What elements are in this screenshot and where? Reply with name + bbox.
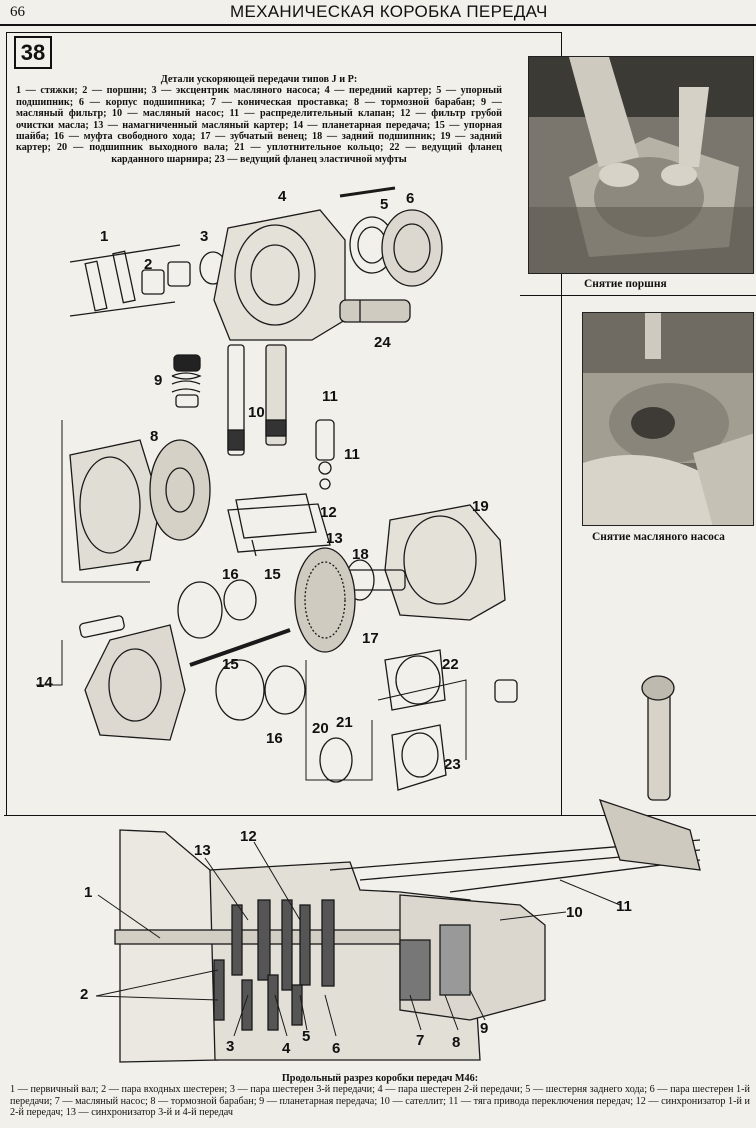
section-callout-6: 6 <box>332 1040 341 1057</box>
oil-pump-removal-caption: Снятие масляного насоса <box>592 531 725 543</box>
section-callout-13: 13 <box>194 842 211 859</box>
rear-casing <box>344 504 506 621</box>
callout-16a: 16 <box>222 566 239 583</box>
callout-12: 12 <box>320 504 337 521</box>
section-callout-8: 8 <box>452 1034 461 1051</box>
section-callout-4: 4 <box>282 1040 291 1057</box>
figure-38-caption-body: 1 — стяжки; 2 — поршни; 3 — эксцентрик м… <box>16 85 502 165</box>
section-divider <box>4 815 756 816</box>
callout-14: 14 <box>36 674 53 691</box>
callout-15b: 15 <box>222 656 239 673</box>
callout-4: 4 <box>278 188 287 205</box>
section-callout-9: 9 <box>480 1020 489 1037</box>
figure-number-badge: 38 <box>14 36 52 69</box>
figure-38-legend: Детали ускоряющей передачи типов J и P: … <box>16 74 502 165</box>
section-callout-11: 11 <box>616 898 632 915</box>
group-leader-lines <box>36 420 467 781</box>
header-rule <box>0 24 756 26</box>
m46-caption-body: 1 — первичный вал; 2 — пара входных шест… <box>10 1084 750 1119</box>
section-callout-12: 12 <box>240 828 257 845</box>
stay-rods <box>69 244 181 317</box>
ring-gear <box>294 547 356 653</box>
callout-22: 22 <box>442 656 459 673</box>
section-callout-2: 2 <box>80 986 89 1003</box>
section-callout-7: 7 <box>416 1032 425 1049</box>
callout-9: 9 <box>154 372 163 389</box>
oil-filter <box>171 354 202 408</box>
photo-divider <box>520 295 756 296</box>
sump-and-strainer <box>227 493 331 557</box>
callout-19: 19 <box>472 498 489 515</box>
callout-11a: 11 <box>322 388 338 405</box>
callout-18: 18 <box>352 546 369 563</box>
m46-legend: Продольный разрез коробки передач М46: 1… <box>10 1073 750 1119</box>
bell-housing <box>119 829 219 1063</box>
callout-17: 17 <box>362 630 379 647</box>
brake-drum-assembly <box>69 439 211 571</box>
callout-20: 20 <box>312 720 329 737</box>
callout-21: 21 <box>336 714 353 731</box>
oil-pump-removal-photo <box>582 312 754 526</box>
bearing-housing <box>349 209 443 287</box>
page-number: 66 <box>10 4 25 20</box>
callout-13: 13 <box>326 530 343 547</box>
section-callout-1: 1 <box>84 884 93 901</box>
distribution-valve <box>315 419 335 490</box>
section-callout-3: 3 <box>226 1038 235 1055</box>
front-casing <box>213 186 396 341</box>
callout-11b: 11 <box>344 446 360 463</box>
piston-removal-caption: Снятие поршня <box>584 278 667 290</box>
callout-8: 8 <box>150 428 159 445</box>
running-title: МЕХАНИЧЕСКАЯ КОРОБКА ПЕРЕДАЧ <box>230 2 548 21</box>
piston-removal-photo <box>528 56 754 274</box>
callout-5: 5 <box>380 196 389 213</box>
callout-23: 23 <box>444 756 461 773</box>
callout-1: 1 <box>100 228 109 245</box>
callout-6: 6 <box>406 190 415 207</box>
callout-16b: 16 <box>266 730 283 747</box>
oil-filter-element <box>339 299 411 323</box>
callout-2: 2 <box>144 256 153 273</box>
callout-7: 7 <box>134 558 143 575</box>
output-flanges <box>319 649 518 791</box>
callout-15a: 15 <box>264 566 281 583</box>
section-callout-10: 10 <box>566 904 583 921</box>
figure-38-caption-title: Детали ускоряющей передачи типов J и P: <box>160 74 358 85</box>
oil-pump <box>227 344 287 456</box>
overdrive-unit <box>399 894 546 1021</box>
planetary-gearset <box>79 579 306 741</box>
callout-24: 24 <box>374 334 391 351</box>
m46-caption-title: Продольный разрез коробки передач М46: <box>281 1073 479 1084</box>
callout-3: 3 <box>200 228 209 245</box>
callout-10: 10 <box>248 404 265 421</box>
section-callout-5: 5 <box>302 1028 311 1045</box>
